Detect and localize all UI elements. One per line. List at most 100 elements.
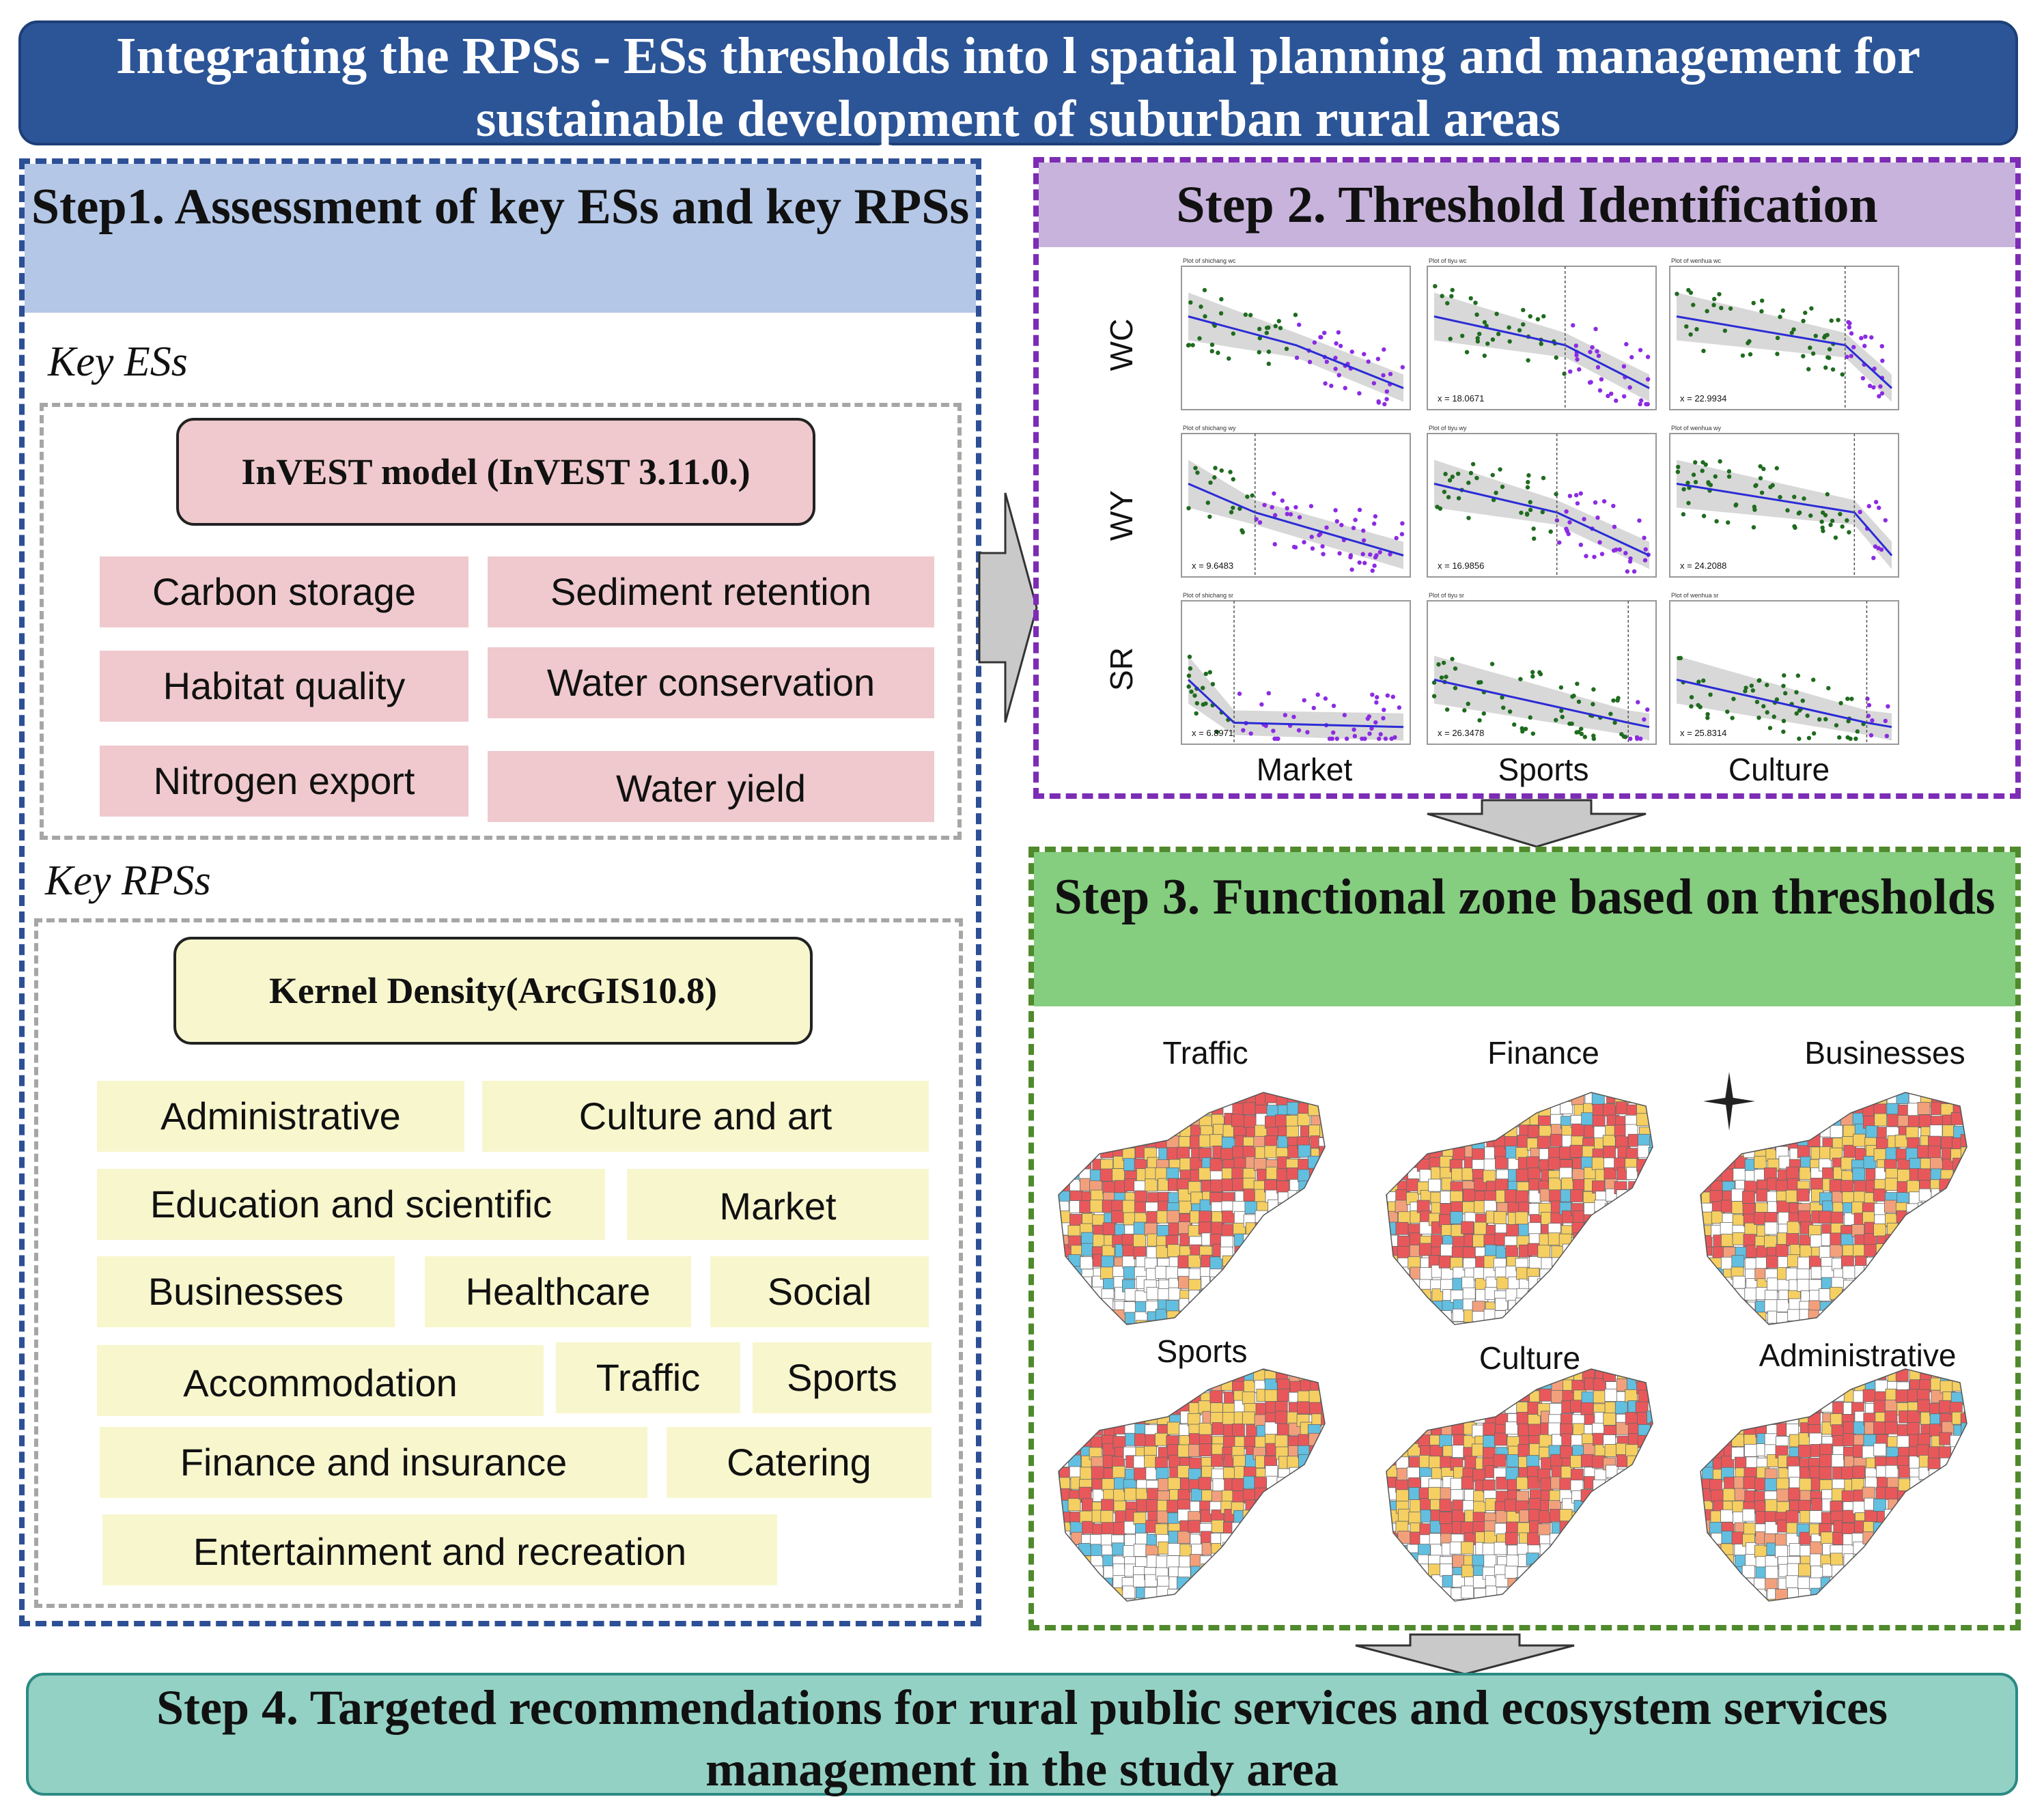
data-point bbox=[1576, 699, 1582, 704]
zone-cell bbox=[1334, 1094, 1346, 1106]
data-point bbox=[1862, 343, 1867, 348]
zone-cell bbox=[1242, 1521, 1256, 1534]
zone-cell bbox=[1593, 1289, 1607, 1303]
data-point bbox=[1199, 305, 1203, 309]
data-point bbox=[1840, 524, 1845, 529]
data-point bbox=[1373, 514, 1378, 519]
zone-cell bbox=[1298, 1144, 1311, 1158]
data-point bbox=[1705, 716, 1710, 720]
zone-cell bbox=[1841, 1587, 1855, 1600]
zone-cell bbox=[1264, 1245, 1278, 1258]
zone-cell bbox=[1234, 1596, 1248, 1601]
zone-cell bbox=[1798, 1588, 1811, 1601]
zone-cell bbox=[1744, 1287, 1758, 1301]
zone-cell bbox=[1660, 1093, 1672, 1105]
zone-cell bbox=[1702, 1266, 1716, 1279]
zone-cell bbox=[1754, 1402, 1768, 1416]
zone-cell bbox=[1907, 1422, 1920, 1435]
zone-cell bbox=[1593, 1390, 1606, 1404]
zone-cell bbox=[1527, 1168, 1541, 1181]
zone-cell bbox=[1841, 1600, 1854, 1601]
zone-cell bbox=[1962, 1298, 1967, 1312]
zone-cell bbox=[1234, 1245, 1248, 1259]
zone-cell bbox=[1808, 1092, 1822, 1106]
zone-cell bbox=[1504, 1531, 1518, 1545]
zone-cell bbox=[1474, 1114, 1488, 1128]
zone-cell bbox=[1408, 1389, 1421, 1402]
rps-sports: Sports bbox=[753, 1342, 932, 1413]
zone-cell bbox=[1648, 1146, 1653, 1160]
zone-cell bbox=[1584, 1499, 1598, 1513]
zone-cell bbox=[1060, 1544, 1074, 1557]
data-point bbox=[1562, 371, 1567, 376]
zone-cell bbox=[1874, 1113, 1888, 1127]
data-point bbox=[1694, 326, 1699, 332]
zone-cell bbox=[1752, 1123, 1766, 1137]
zone-cell bbox=[1563, 1267, 1576, 1279]
zone-cell bbox=[1658, 1159, 1670, 1171]
zone-cell bbox=[1908, 1596, 1922, 1601]
zone-cell bbox=[1972, 1276, 1985, 1288]
zone-cell bbox=[1134, 1190, 1148, 1204]
zone-cell bbox=[1931, 1256, 1944, 1270]
zone-cell bbox=[1661, 1223, 1673, 1235]
zone-cell bbox=[1145, 1574, 1158, 1587]
zone-cell bbox=[1078, 1148, 1092, 1161]
data-point bbox=[1293, 312, 1298, 317]
zone-cell bbox=[1832, 1402, 1845, 1415]
zone-cell bbox=[1700, 1542, 1713, 1555]
zone-cell bbox=[1309, 1244, 1323, 1257]
zone-cell bbox=[1463, 1369, 1476, 1381]
zone-cell bbox=[1276, 1511, 1290, 1524]
data-point bbox=[1479, 680, 1483, 685]
zone-cell bbox=[1133, 1544, 1147, 1557]
zone-cell bbox=[1537, 1599, 1550, 1601]
zone-cell bbox=[1616, 1234, 1629, 1248]
zone-cell bbox=[1201, 1369, 1214, 1383]
zone-cell bbox=[1917, 1399, 1931, 1413]
data-point bbox=[1847, 325, 1852, 330]
data-point bbox=[1342, 713, 1347, 718]
es-sediment-retention: Sediment retention bbox=[488, 556, 934, 627]
zone-cell bbox=[1647, 1322, 1653, 1325]
data-point bbox=[1823, 365, 1828, 370]
zone-cell bbox=[1451, 1411, 1464, 1424]
data-point bbox=[1270, 505, 1274, 510]
zone-cell bbox=[1658, 1477, 1670, 1489]
zone-cell bbox=[1320, 1488, 1325, 1502]
zone-cell bbox=[1942, 1501, 1955, 1514]
zone-cell bbox=[1167, 1543, 1181, 1556]
zone-cell bbox=[1700, 1290, 1713, 1304]
zone-cell bbox=[1660, 1414, 1672, 1426]
zone-cell bbox=[1321, 1578, 1325, 1592]
data-point bbox=[1870, 718, 1875, 723]
zone-cell bbox=[1220, 1235, 1233, 1249]
zone-cell bbox=[1494, 1211, 1507, 1224]
zone-cell bbox=[1603, 1533, 1616, 1546]
data-point bbox=[1317, 533, 1321, 538]
zone-cell bbox=[1616, 1598, 1630, 1601]
data-point bbox=[1476, 331, 1482, 337]
zone-cell bbox=[1516, 1411, 1530, 1425]
zone-cell bbox=[1701, 1435, 1714, 1449]
zone-cell bbox=[1884, 1178, 1898, 1191]
zone-cell bbox=[1428, 1486, 1441, 1500]
zone-cell bbox=[1333, 1236, 1345, 1248]
zone-cell bbox=[1712, 1101, 1726, 1114]
zone-cell bbox=[1179, 1600, 1192, 1601]
zone-cell bbox=[1330, 1553, 1342, 1566]
zone-cell bbox=[1626, 1277, 1640, 1290]
zone-cell bbox=[1787, 1378, 1800, 1392]
zone-cell bbox=[1396, 1389, 1410, 1402]
zone-cell bbox=[1177, 1465, 1190, 1478]
zone-cell bbox=[1873, 1498, 1886, 1512]
zone-cell bbox=[1963, 1443, 1967, 1456]
zone-cell bbox=[1332, 1379, 1344, 1391]
zone-cell bbox=[1896, 1576, 1909, 1590]
zone-cell bbox=[1122, 1585, 1136, 1599]
zone-cell bbox=[1308, 1258, 1321, 1271]
zone-cell bbox=[1070, 1564, 1084, 1576]
zone-cell bbox=[1898, 1542, 1911, 1555]
zone-cell bbox=[1767, 1114, 1781, 1128]
